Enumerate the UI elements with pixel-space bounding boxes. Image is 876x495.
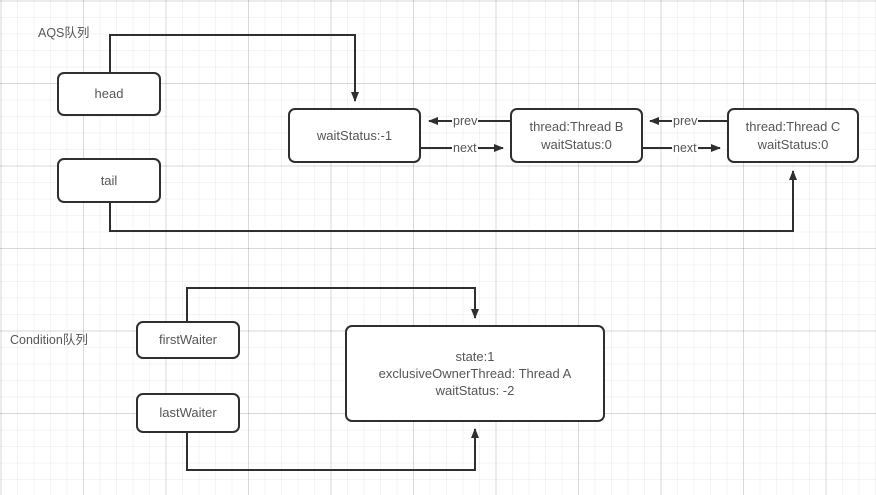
node-label-last-waiter: lastWaiter xyxy=(159,405,217,421)
node-label-node-thread-b: thread:Thread B waitStatus:0 xyxy=(529,119,624,152)
edge-label-next-b-to-c: next xyxy=(672,141,698,155)
node-box-node-thread-c[interactable]: thread:Thread C waitStatus:0 xyxy=(727,108,859,163)
node-box-node-waitstatus-minus1[interactable]: waitStatus:-1 xyxy=(288,108,421,163)
node-box-node-thread-b[interactable]: thread:Thread B waitStatus:0 xyxy=(510,108,643,163)
node-box-tail[interactable]: tail xyxy=(57,158,161,203)
connector-tail-to-thread-c xyxy=(109,170,797,232)
node-label-head: head xyxy=(94,86,124,102)
node-label-node-state: state:1 exclusiveOwnerThread: Thread A w… xyxy=(378,348,572,399)
edge-label-prev-c-to-b: prev xyxy=(672,114,699,128)
connector-first-waiter-to-state xyxy=(186,287,479,321)
edge-label-prev-b-to-a: prev xyxy=(452,114,479,128)
node-box-last-waiter[interactable]: lastWaiter xyxy=(136,393,240,433)
node-label-node-waitstatus-minus1: waitStatus:-1 xyxy=(316,127,393,143)
node-box-head[interactable]: head xyxy=(57,72,161,116)
node-label-tail: tail xyxy=(100,172,118,188)
node-box-first-waiter[interactable]: firstWaiter xyxy=(136,321,240,359)
node-label-first-waiter: firstWaiter xyxy=(158,332,218,348)
connector-last-waiter-to-state xyxy=(186,428,479,471)
aqs-queue-label: AQS队列 xyxy=(38,26,90,40)
edge-label-next-a-to-b: next xyxy=(452,141,478,155)
condition-queue-label: Condition队列 xyxy=(10,333,88,347)
node-label-node-thread-c: thread:Thread C waitStatus:0 xyxy=(745,119,841,152)
node-box-node-state[interactable]: state:1 exclusiveOwnerThread: Thread A w… xyxy=(345,325,605,422)
